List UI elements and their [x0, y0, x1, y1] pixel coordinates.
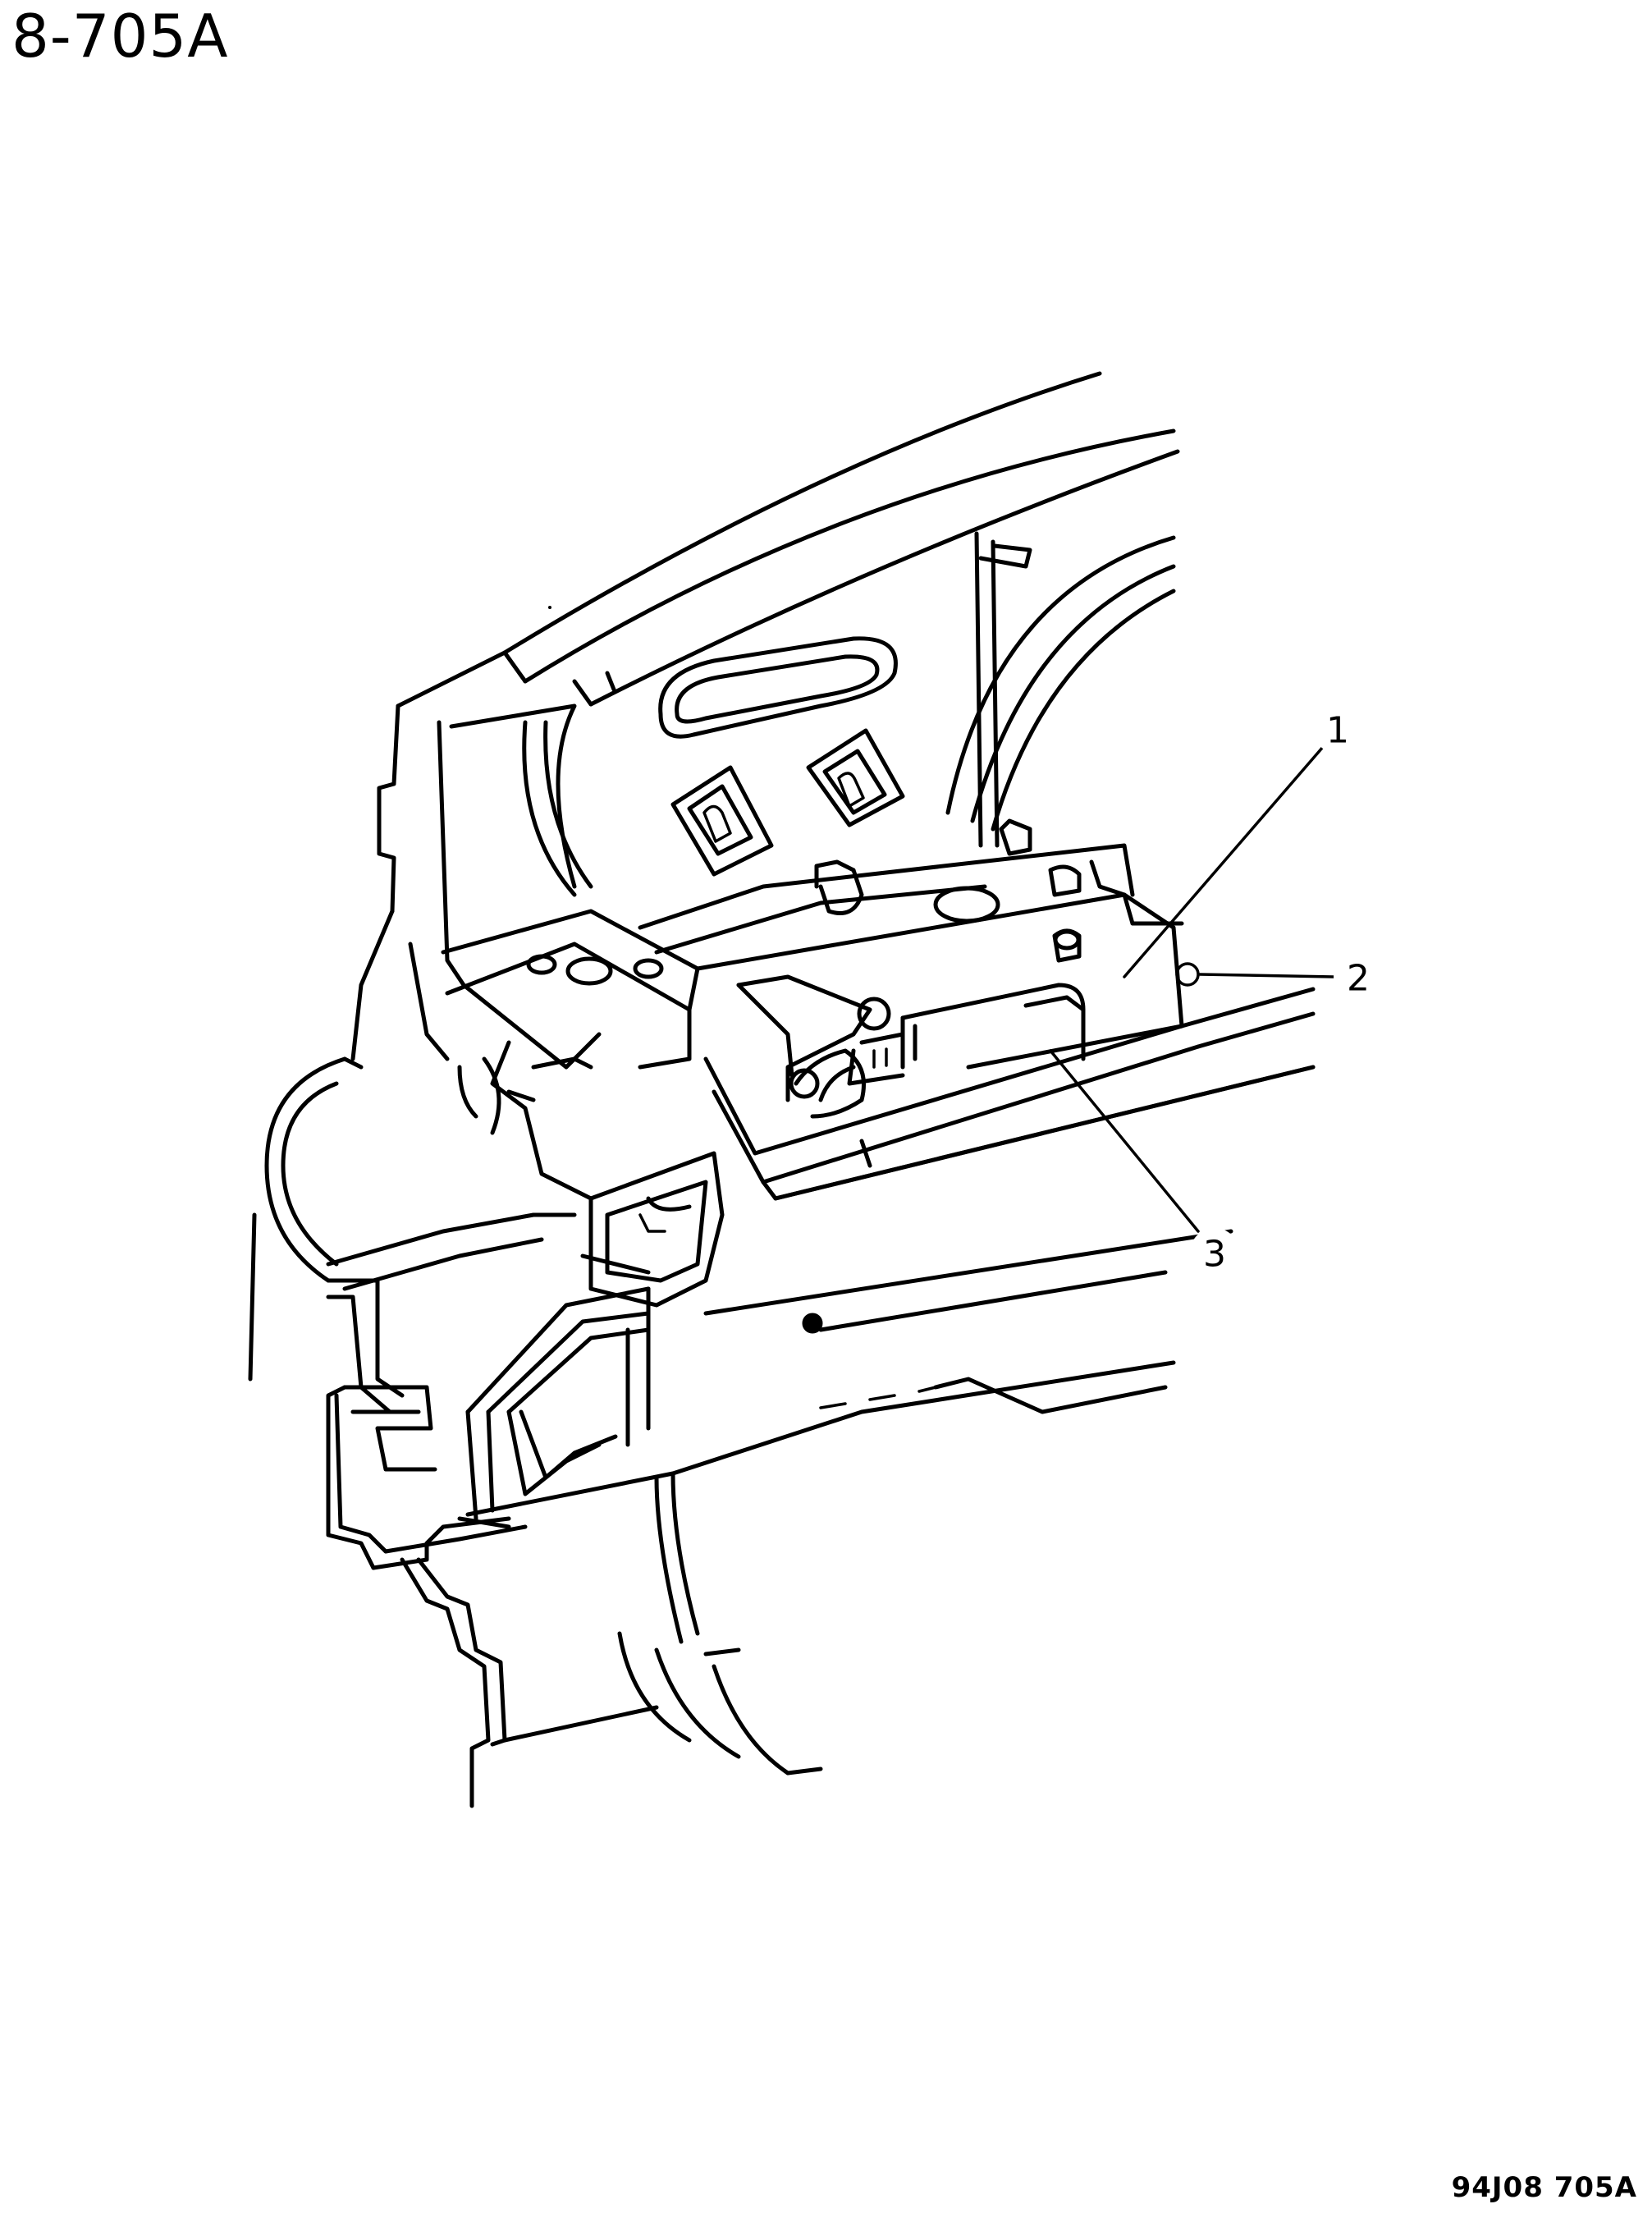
figure-code: 94J08 705A	[1451, 2171, 1637, 2204]
floor-pan	[400, 1557, 823, 1808]
callout-number-3: 3	[1203, 1234, 1226, 1276]
body-sheet-right	[703, 1065, 1316, 1414]
cowl-box	[441, 843, 1135, 1070]
fender-apron	[945, 531, 1176, 848]
callout-1: 1	[1123, 704, 1362, 978]
callout-number-1: 1	[1326, 710, 1349, 752]
module-bracket	[695, 818, 1184, 1070]
electrical-connector	[847, 983, 1086, 1086]
speck-mark	[548, 606, 551, 609]
inner-channel	[457, 1212, 1176, 1644]
dash-panel	[248, 1056, 544, 1570]
lower-pillar-bracket	[457, 1040, 725, 1308]
windshield-frame	[502, 371, 1180, 707]
page-title: 8-705A	[11, 2, 229, 71]
a-pillar	[350, 650, 602, 1070]
panel-openings	[658, 636, 905, 877]
callout-3: 3	[1049, 1049, 1239, 1277]
wiper-linkage	[736, 974, 891, 1119]
callout-number-2: 2	[1347, 958, 1370, 1000]
callout-2: 2	[1175, 952, 1383, 1001]
